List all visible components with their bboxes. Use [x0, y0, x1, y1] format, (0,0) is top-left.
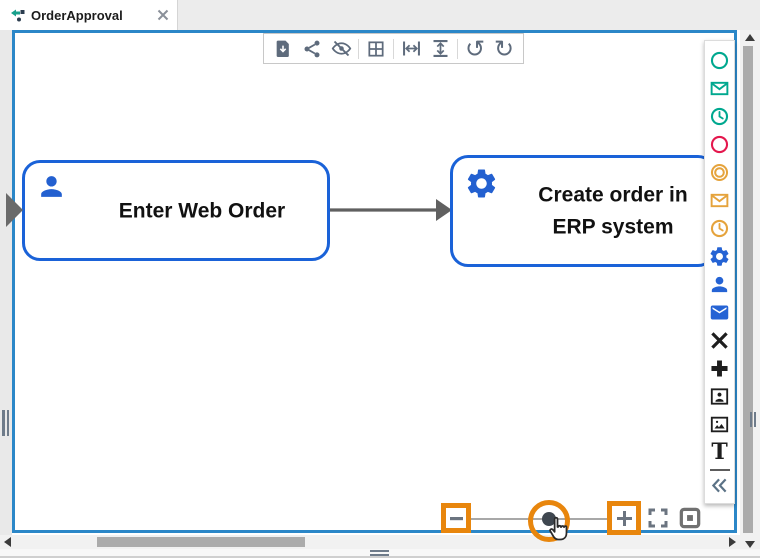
- task-label: Enter Web Order: [118, 198, 286, 222]
- redo-icon[interactable]: ↻: [493, 34, 515, 63]
- scroll-left-icon[interactable]: [4, 537, 11, 547]
- zoom-slider-handle[interactable]: [542, 512, 556, 526]
- diagram-toolbar: ↺ ↻: [263, 33, 524, 64]
- send-task-icon[interactable]: [706, 298, 734, 326]
- hide-visibility-icon[interactable]: [329, 37, 353, 61]
- bottom-splitter-grip[interactable]: [370, 550, 389, 556]
- scroll-up-icon[interactable]: [745, 34, 755, 41]
- palette-divider: [709, 469, 730, 471]
- timer-intermediate-event-icon[interactable]: [706, 214, 734, 242]
- toolbar-separator: [393, 38, 394, 59]
- tab-orderapproval[interactable]: OrderApproval: [0, 0, 178, 30]
- zoom-out-button[interactable]: [441, 503, 471, 533]
- toolbar-separator: [457, 38, 458, 59]
- shape-palette: T: [704, 40, 735, 504]
- process-diagram-icon: [11, 9, 25, 21]
- message-intermediate-event-icon[interactable]: [706, 186, 734, 214]
- undo-icon[interactable]: ↺: [464, 34, 486, 63]
- right-splitter-grip[interactable]: [750, 412, 756, 427]
- left-splitter-grip[interactable]: [2, 410, 9, 436]
- parallel-gateway-icon[interactable]: [706, 354, 734, 382]
- end-event-icon[interactable]: [706, 130, 734, 158]
- tab-title: OrderApproval: [31, 7, 123, 23]
- participant-icon[interactable]: [706, 382, 734, 410]
- scroll-down-icon[interactable]: [745, 541, 755, 548]
- fit-screen-icon[interactable]: [646, 506, 670, 530]
- tab-bar: OrderApproval: [0, 0, 760, 30]
- bottom-panel-strip: [0, 549, 760, 558]
- user-task-icon[interactable]: [706, 270, 734, 298]
- sequence-flow-arrow: [330, 199, 452, 221]
- service-task-icon[interactable]: [706, 242, 734, 270]
- exclusive-gateway-icon[interactable]: [706, 326, 734, 354]
- close-icon[interactable]: [157, 9, 169, 21]
- share-icon[interactable]: [300, 37, 324, 61]
- intermediate-event-icon[interactable]: [706, 158, 734, 186]
- horizontal-scrollbar: [0, 535, 740, 549]
- incoming-sequence-flow-arrow: [6, 193, 23, 227]
- grid-icon[interactable]: [364, 37, 388, 61]
- task-enter-web-order[interactable]: Enter Web Order: [22, 160, 330, 261]
- collapse-palette-icon[interactable]: [706, 473, 734, 497]
- vertical-scrollbar: [740, 30, 760, 558]
- horizontal-scroll-thumb[interactable]: [97, 537, 305, 547]
- task-label: Create order in ERP system: [538, 183, 688, 239]
- minus-icon: [449, 516, 463, 520]
- text-annotation-icon[interactable]: T: [711, 439, 728, 465]
- zoom-slider-track[interactable]: [471, 518, 607, 520]
- task-create-order-erp[interactable]: Create order in ERP system: [450, 155, 716, 267]
- reset-view-icon[interactable]: [677, 505, 703, 531]
- timer-start-event-icon[interactable]: [706, 102, 734, 130]
- user-task-icon: [36, 171, 67, 202]
- image-annotation-icon[interactable]: [706, 410, 734, 438]
- plus-icon: [616, 510, 632, 526]
- message-start-event-icon[interactable]: [706, 74, 734, 102]
- left-panel-strip: [0, 30, 12, 535]
- export-file-icon[interactable]: [271, 37, 295, 61]
- diagram-canvas[interactable]: [12, 30, 737, 533]
- start-event-icon[interactable]: [706, 46, 734, 74]
- scroll-right-icon[interactable]: [729, 537, 736, 547]
- service-task-icon: [464, 166, 499, 201]
- vertical-scroll-thumb[interactable]: [743, 46, 753, 533]
- match-width-icon[interactable]: [399, 37, 423, 61]
- match-height-icon[interactable]: [428, 37, 452, 61]
- zoom-in-button[interactable]: [607, 501, 641, 535]
- toolbar-separator: [358, 38, 359, 59]
